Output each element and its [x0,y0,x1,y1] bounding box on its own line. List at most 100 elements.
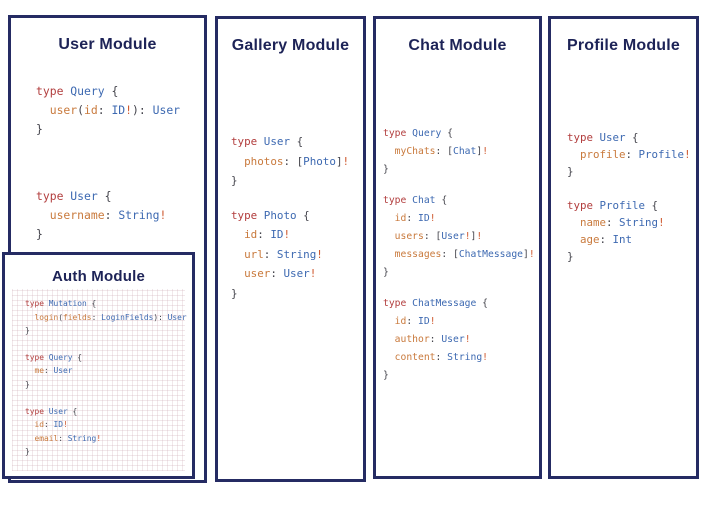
code-token-p: { [91,299,97,308]
code-line: type Chat { [383,192,535,210]
code-line: name: String! [567,214,691,231]
code-token-k: type [231,208,264,222]
code-token-p: { [104,189,112,203]
code-token-f: photos [244,154,284,168]
code-token-t: User [70,189,105,203]
code-token-p: : [270,267,284,280]
code-block: type Chat { id: ID! users: [User!]! mess… [383,192,535,282]
code-token-t: User [441,231,465,242]
code-token-t: ChatMessage [458,249,523,260]
code-line: } [383,161,535,179]
code-token-p: ] [476,146,483,157]
code-line: users: [User!]! [383,228,535,246]
code-token-f: myChats [394,146,436,157]
code-token-b: ! [283,228,291,241]
code-token-b: ! [429,213,436,224]
code-token-p [231,228,244,241]
code-line: type User { [567,129,691,146]
code-token-b: ! [476,231,483,242]
code-token-p: { [303,208,310,222]
code-token-p [383,146,395,157]
code-token-p: : [ [435,146,454,157]
chat-module-panel: Chat Module type Query { myChats: [Chat]… [373,16,542,479]
code-token-b: ! [464,334,471,345]
code-line: type User { [25,405,187,419]
code-token-p: : [406,316,419,327]
code-token-p: } [25,379,30,389]
code-token-p: : [257,228,271,241]
code-token-p [231,267,244,280]
code-token-t: Profile [638,148,685,161]
code-token-b: ! [528,249,535,260]
code-line: type Profile { [567,197,691,214]
code-token-f: age [580,233,600,246]
code-token-t: Photo [303,154,336,168]
code-token-b: ! [658,216,665,229]
code-token-p [567,148,580,161]
code-token-f: profile [580,148,626,161]
code-token-t: ChatMessage [412,298,483,309]
code-token-p: ] [335,154,343,168]
code-token-t: Chat [412,195,442,206]
code-token-t: Profile [599,199,652,212]
code-token-p [383,316,395,327]
code-token-p [567,233,580,246]
code-token-t: User [53,366,73,376]
code-token-t: User [441,334,465,345]
code-line: content: String! [383,349,535,367]
code-token-p: : [104,208,119,222]
code-token-p [25,366,35,375]
code-token-k: type [36,84,71,98]
code-token-b: ! [482,146,489,157]
code-line: id: ID! [25,418,187,432]
code-token-f: user [244,267,271,280]
profile-module-code: type User { profile: Profile!}type Profi… [567,129,691,282]
code-token-b: ! [159,208,167,222]
code-token-p [36,103,50,117]
code-line: author: User! [383,331,535,349]
code-block: type Query { user(id: ID!): User} [36,82,180,139]
code-token-p: } [231,174,238,187]
code-token-p: { [651,199,659,212]
auth-module-code: type Mutation { login(fields: LoginField… [25,297,187,472]
code-token-f: content [394,352,436,363]
code-token-p: : [263,247,277,261]
code-block: type Query { me: User} [25,351,187,392]
code-line: } [36,120,180,139]
code-token-f: username [49,208,105,222]
code-line: photos: [Photo]! [231,152,349,172]
code-token-t: User [599,131,633,144]
code-token-t: String [67,433,97,443]
code-token-p [567,216,580,229]
code-line: id: ID! [383,210,535,228]
code-token-p: } [36,122,43,136]
code-token-k: type [231,135,264,148]
code-token-p: ] [470,231,477,242]
code-line: url: String! [231,245,349,265]
code-token-b: ! [429,316,436,327]
code-token-t: ID [53,420,64,430]
code-token-b: ! [316,247,323,261]
code-block: type Profile { name: String! age: Int} [567,197,691,265]
code-token-f: author [394,334,430,345]
code-token-p: : [91,312,102,322]
code-token-p: { [441,195,448,206]
code-line: type Query { [25,351,187,365]
code-token-f: users [394,231,424,242]
code-token-t: String [619,216,659,229]
code-token-p: } [383,267,389,278]
code-token-f: name [580,216,607,229]
code-line: user: User! [231,264,349,284]
chat-module-title: Chat Module [408,37,507,54]
code-token-t: String [118,208,160,222]
code-line: id: ID! [383,313,535,331]
code-token-b: ! [482,352,489,363]
code-token-p: : [599,233,613,246]
code-token-p: : [ [423,231,442,242]
code-token-b: ! [684,148,691,161]
code-token-p: : [606,216,620,229]
code-token-p [231,155,244,168]
auth-grid-texture [12,289,185,471]
code-token-t: ID [418,316,430,327]
code-line: } [36,225,180,244]
